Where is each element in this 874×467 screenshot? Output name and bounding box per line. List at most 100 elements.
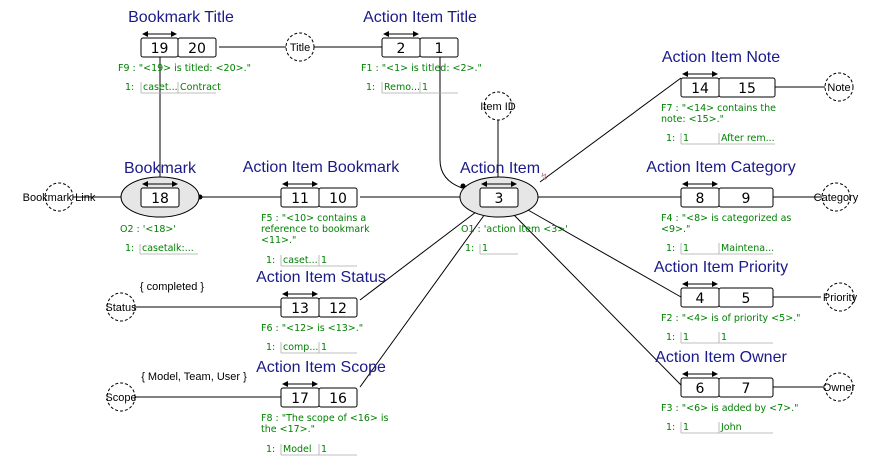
- fact-expression: F9 : "<19> is titled: <20>.": [118, 63, 251, 74]
- svg-text:Bookmark: Bookmark: [124, 160, 197, 177]
- population-index: 1:: [266, 444, 275, 455]
- role-number: 6: [696, 381, 705, 397]
- value-type-note[interactable]: Note: [824, 72, 854, 102]
- population-cell: 1: [422, 82, 428, 93]
- fact-type-title: Action Item Priority: [654, 259, 788, 276]
- role-number: 2: [397, 41, 406, 57]
- value-type-item-id[interactable]: Item ID: [480, 91, 516, 121]
- svg-text:18: 18: [151, 191, 169, 207]
- population-index: 1:: [666, 332, 675, 343]
- population-cell: 1: [721, 332, 727, 343]
- fact-type-action-item-category[interactable]: Action Item Category 8 9 F4 : "<8> is categ…: [646, 159, 796, 255]
- population-index: 1:: [366, 82, 375, 93]
- svg-text:Note: Note: [827, 82, 850, 94]
- role-box[interactable]: [718, 377, 774, 398]
- role-number: 20: [188, 41, 206, 57]
- role-box[interactable]: [718, 187, 774, 208]
- value-type-category[interactable]: Category: [814, 182, 859, 212]
- role-box[interactable]: [718, 287, 774, 308]
- svg-text:Item ID: Item ID: [480, 101, 516, 113]
- fact-expression: F1 : "<1> is titled: <2>.": [361, 63, 482, 74]
- role-number: 11: [291, 191, 309, 207]
- svg-text:Action Item: Action Item: [460, 160, 540, 177]
- value-type-owner[interactable]: Owner: [823, 372, 856, 402]
- nested-object-bookmark[interactable]: Bookmark 18 O2 : '<18>' 1: casetalk:...: [120, 160, 200, 255]
- value-type-title[interactable]: Title: [285, 32, 315, 62]
- role-box[interactable]: [177, 37, 217, 58]
- fact-type-action-item-title[interactable]: Action Item Title 2 1 F1 : "<1> is titled: …: [361, 9, 482, 94]
- role-box[interactable]: [318, 297, 358, 318]
- svg-text:Owner: Owner: [823, 382, 856, 394]
- role-box[interactable]: [318, 387, 358, 408]
- svg-text:Category: Category: [814, 192, 859, 204]
- role-number: 16: [329, 391, 347, 407]
- fact-type-title: Action Item Scope: [256, 359, 386, 376]
- fact-type-title: Action Item Category: [646, 159, 795, 176]
- population-index: 1:: [666, 133, 675, 144]
- fact-type-title: Bookmark Title: [128, 9, 234, 26]
- fact-expression: <9>.": [661, 224, 690, 235]
- population-index: 1:: [666, 422, 675, 433]
- population-cell: 1: [321, 444, 327, 455]
- role-number: 12: [329, 301, 347, 317]
- role-box[interactable]: [718, 77, 776, 98]
- svg-text:Priority: Priority: [823, 292, 858, 304]
- svg-text:casetalk:...: casetalk:...: [142, 243, 194, 254]
- scope-enum: { Model, Team, User }: [141, 371, 247, 383]
- role-number: 7: [742, 381, 751, 397]
- population-cell: Maintena...: [721, 243, 774, 254]
- population-index: 1:: [666, 243, 675, 254]
- population-cell: 1: [683, 332, 689, 343]
- role-number: 15: [738, 81, 756, 97]
- population-cell: comp...: [283, 342, 318, 353]
- population-index: 1:: [266, 255, 275, 266]
- population-cell: 1: [683, 133, 689, 144]
- fact-type-action-item-owner[interactable]: Action Item Owner 6 7 F3 : "<6> is added by…: [655, 349, 799, 434]
- population-cell: After rem...: [721, 133, 775, 144]
- fact-expression: <11>.": [261, 235, 296, 246]
- role-number: 1: [435, 41, 444, 57]
- role-number: 4: [696, 291, 705, 307]
- population-cell: 1: [321, 342, 327, 353]
- role-number: 9: [742, 191, 751, 207]
- role-number: 14: [691, 81, 709, 97]
- svg-text:O1 : 'action Item <3>': O1 : 'action Item <3>': [461, 224, 568, 235]
- fact-type-bookmark-title[interactable]: Bookmark Title 19 20 F9 : "<19> is titled: …: [118, 9, 251, 94]
- fact-expression: F5 : "<10> contains a: [261, 213, 366, 224]
- svg-text:1: 1: [482, 243, 488, 254]
- fact-type-title: Action Item Title: [363, 9, 477, 26]
- status-enum: { completed }: [140, 281, 205, 293]
- nested-object-action-item[interactable]: Action Item 3 O1 : 'action Item <3>' 1: …: [459, 160, 568, 255]
- svg-text:Bookmark Link: Bookmark Link: [23, 192, 96, 204]
- fact-expression: F4 : "<8> is categorized as: [661, 213, 791, 224]
- value-type-scope[interactable]: Scope: [105, 382, 137, 412]
- fact-type-action-item-scope[interactable]: Action Item Scope 17 16 F8 : "The scope of …: [256, 359, 389, 456]
- fact-expression: F3 : "<6> is added by <7>.": [661, 403, 799, 414]
- role-box[interactable]: [419, 37, 459, 58]
- svg-text:Status: Status: [105, 302, 137, 314]
- population-cell: caset...: [143, 82, 178, 93]
- population-cell: caset...: [283, 255, 318, 266]
- role-number: 8: [696, 191, 705, 207]
- value-type-priority[interactable]: Priority: [823, 282, 858, 312]
- fact-type-title: Action Item Owner: [655, 349, 787, 366]
- fact-expression: F8 : "The scope of <16> is: [261, 413, 389, 424]
- value-type-bookmark-link[interactable]: Bookmark Link: [23, 182, 96, 212]
- svg-text:O2 : '<18>': O2 : '<18>': [120, 224, 176, 235]
- role-number: 17: [291, 391, 309, 407]
- role-box[interactable]: [318, 187, 358, 208]
- fact-expression: the <17>.": [261, 424, 315, 435]
- population-cell: Contract: [180, 82, 221, 93]
- role-number: 10: [329, 191, 347, 207]
- value-type-status[interactable]: Status: [105, 292, 137, 322]
- population-cell: 1: [683, 243, 689, 254]
- fact-type-action-item-bookmark[interactable]: Action Item Bookmark 11 10 F5 : "<10> conta…: [243, 159, 401, 267]
- fact-expression: note: <15>.": [661, 114, 724, 125]
- fact-type-title: Action Item Bookmark: [243, 159, 401, 176]
- role-number: 19: [151, 41, 169, 57]
